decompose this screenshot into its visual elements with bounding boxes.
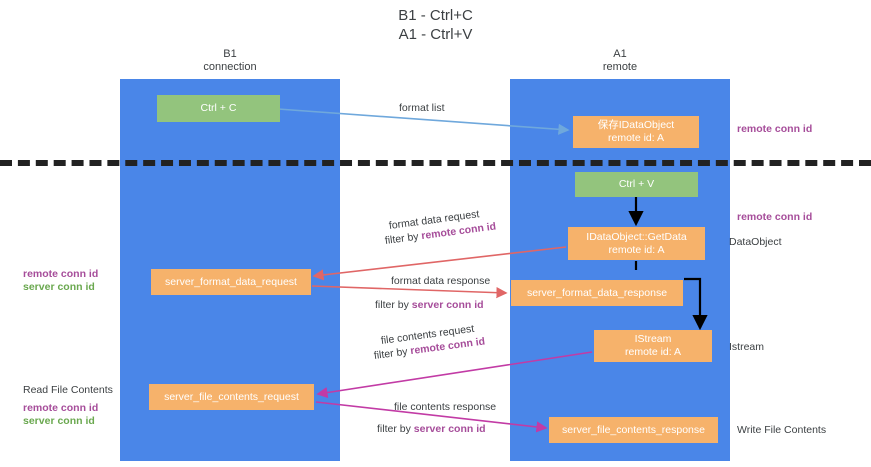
edge-label-format-data-response-filter: filter by server conn id [375,299,484,312]
box-save-idataobject-label: 保存IDataObject [597,119,675,131]
column-header-b1-name: B1 [223,48,237,60]
box-ctrl-c-label: Ctrl + C [200,102,237,114]
annotation-left-server-conn-id-mid: server conn id [23,281,95,293]
column-header-b1: B1 connection [120,48,340,74]
arrow-file-contents-request [316,351,593,399]
column-header-a1-name: A1 [613,48,627,60]
annotation-left-remote-conn-id-mid: remote conn id [23,268,99,280]
phase-separator [0,160,871,166]
box-server-file-contents-response-label: server_file_contents_response [561,423,705,436]
box-server-format-data-response-label: server_format_data_response [526,286,668,299]
box-server-file-contents-response[interactable]: server_file_contents_response [549,417,718,443]
edge-label-file-contents-response-filter: filter by server conn id [377,423,486,436]
annotation-right-istream: Istream [729,341,765,353]
box-save-idataobject-remote-id: remote id: A [607,132,665,144]
annotation-left-remote-conn-id-bottom: remote conn id [23,402,99,414]
arrow-file-contents-response [315,401,548,433]
box-idataobject-getdata-label: IDataObject::GetData [586,230,687,243]
arrow-format-list [277,108,570,135]
edge-label-format-data-response: format data response [391,275,491,287]
box-server-file-contents-request-label: server_file_contents_request [164,390,299,403]
box-save-idataobject[interactable]: 保存IDataObject remote id: A [573,116,699,148]
edge-label-format-list: format list [399,102,445,114]
box-idataobject-getdata[interactable]: IDataObject::GetData remote id: A [568,227,705,260]
annotation-left-server-conn-id-bottom: server conn id [23,415,95,427]
annotation-right-dataobject: DataObject [729,236,782,248]
annotation-right-write-file-contents: Write File Contents [737,424,827,436]
filter-key-server-conn-id: server conn id [411,299,484,311]
annotation-right-remote-conn-id-top: remote conn id [737,123,813,135]
diagram-title: B1 - Ctrl+C A1 - Ctrl+V [0,6,871,44]
filter-key-server-conn-id: server conn id [413,423,486,435]
annotation-right-remote-conn-id-mid: remote conn id [737,211,813,223]
annotation-left-read-file-contents: Read File Contents [23,384,113,396]
box-ctrl-v[interactable]: Ctrl + V [575,172,698,197]
box-ctrl-c[interactable]: Ctrl + C [157,95,280,122]
column-header-b1-role: connection [203,61,257,73]
edge-label-file-contents-response: file contents response [394,401,497,413]
box-istream[interactable]: IStream remote id: A [594,330,712,362]
filter-prefix: filter by [377,423,414,435]
filter-prefix: filter by [375,299,412,311]
arrow-format-data-response [311,285,508,299]
title-line-1: B1 - Ctrl+C [398,7,473,24]
box-server-format-data-request[interactable]: server_format_data_request [151,269,311,295]
box-istream-label: IStream [634,333,672,345]
title-line-2: A1 - Ctrl+V [398,26,473,43]
column-header-a1: A1 remote [510,48,730,74]
box-server-file-contents-request[interactable]: server_file_contents_request [149,384,314,410]
box-server-format-data-request-label: server_format_data_request [165,275,297,288]
column-header-a1-role: remote [602,61,638,73]
arrow-format-data-request [312,246,567,281]
box-ctrl-v-label: Ctrl + V [618,178,655,190]
box-idataobject-getdata-remote-id: remote id: A [608,243,665,256]
box-istream-remote-id: remote id: A [624,346,682,358]
arrow-response-to-istream [684,277,708,331]
box-server-format-data-response[interactable]: server_format_data_response [511,280,683,306]
